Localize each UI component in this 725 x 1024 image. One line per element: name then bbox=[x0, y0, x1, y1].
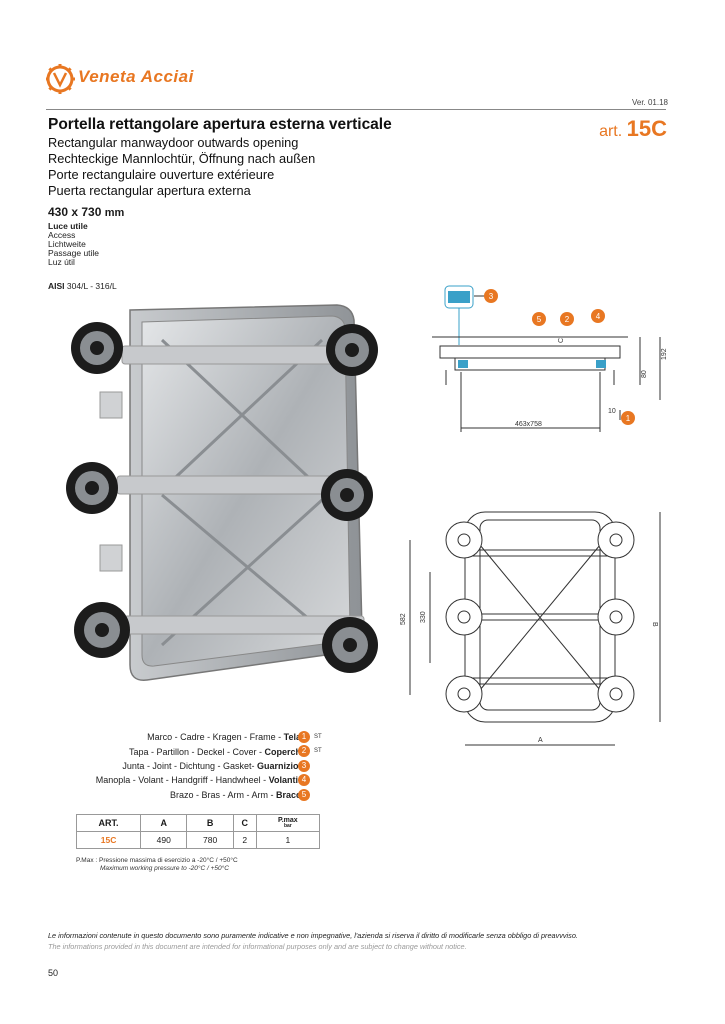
brand-logo bbox=[46, 64, 75, 94]
material: AISI 304/L - 316/L bbox=[48, 281, 117, 291]
title-es: Puerta rectangular apertura externa bbox=[48, 183, 251, 198]
title-fr: Porte rectangulaire ouverture extérieure bbox=[48, 167, 275, 182]
access-de: Lichtweite bbox=[48, 239, 86, 249]
col-c: C bbox=[232, 814, 257, 832]
article-code: art. 15C bbox=[599, 116, 667, 142]
legend-item: Junta - Joint - Dichtung - Gasket- Guarn… bbox=[122, 761, 309, 771]
legend-badge: 4 bbox=[298, 774, 310, 786]
legend-item: Marco - Cadre - Kragen - Frame - Telaio bbox=[147, 732, 309, 742]
title-en: Rectangular manwaydoor outwards opening bbox=[48, 135, 299, 150]
product-photo bbox=[66, 304, 378, 681]
access-es: Luz útil bbox=[48, 257, 75, 267]
access-it: Luce utile bbox=[48, 221, 88, 231]
col-a: A bbox=[140, 814, 188, 832]
dim-c: C bbox=[558, 338, 565, 343]
col-pmax: P.max bar bbox=[255, 814, 321, 832]
access-en: Access bbox=[48, 230, 76, 240]
legend-badge: 3 bbox=[298, 760, 310, 772]
access-fr: Passage utile bbox=[48, 248, 100, 258]
col-art: ART. bbox=[75, 814, 142, 832]
col-b: B bbox=[186, 814, 234, 832]
technical-drawing: 3 5 2 4 1 C 192 80 10 463x758 582 330 B … bbox=[400, 285, 668, 746]
material-label: AISI bbox=[48, 281, 65, 291]
dimension-value: 430 x 730 bbox=[48, 205, 102, 219]
legend-badge: 5 bbox=[298, 789, 310, 801]
version-label: Ver. 01.18 bbox=[631, 98, 668, 107]
callout-4: 4 bbox=[596, 312, 601, 321]
legend-note: ST bbox=[314, 734, 322, 740]
legend-badge: 1 bbox=[298, 731, 310, 743]
pmax-note-en: Maximum working pressure to -20°C / +50°… bbox=[100, 865, 229, 872]
brand-name: Veneta Acciai bbox=[78, 67, 194, 86]
dim-192: 192 bbox=[661, 348, 668, 360]
dim-463: 463x758 bbox=[515, 421, 542, 428]
callout-2: 2 bbox=[565, 315, 570, 324]
header-rule bbox=[46, 109, 666, 110]
page-number: 50 bbox=[48, 968, 59, 978]
dim-330: 330 bbox=[420, 611, 427, 623]
disclaimer-en: The informations provided in this docume… bbox=[48, 942, 467, 951]
pmax-note-it: P.Max : Pressione massima di esercizio a… bbox=[76, 857, 238, 864]
dim-a: A bbox=[538, 737, 543, 744]
callout-5: 5 bbox=[537, 315, 542, 324]
article-number: 15C bbox=[626, 116, 667, 141]
disclaimer-it: Le informazioni contenute in questo docu… bbox=[48, 931, 578, 940]
legend-note: ST bbox=[314, 748, 322, 754]
dim-80: 80 bbox=[641, 370, 648, 378]
callout-3: 3 bbox=[489, 292, 494, 301]
title-de: Rechteckige Mannlochtür, Öffnung nach au… bbox=[48, 151, 316, 166]
handwheel-group bbox=[66, 322, 378, 673]
table-row: 15C 490 780 2 1 bbox=[75, 831, 321, 849]
callout-1: 1 bbox=[626, 414, 631, 423]
legend-item: Tapa - Partillon - Deckel - Cover - Cope… bbox=[128, 747, 309, 757]
legend-item: Manopla - Volant - Handgriff - Handwheel… bbox=[95, 775, 309, 785]
dim-10: 10 bbox=[608, 408, 616, 415]
dim-582: 582 bbox=[400, 613, 407, 625]
article-prefix: art. bbox=[599, 123, 623, 140]
dim-b: B bbox=[651, 622, 658, 627]
material-value: 304/L - 316/L bbox=[66, 281, 117, 291]
spec-table: ART. A B C P.max bar 15C 490 780 2 1 bbox=[75, 814, 321, 849]
product-title: Portella rettangolare apertura esterna v… bbox=[48, 116, 392, 133]
dimension: 430 x 730 mm bbox=[48, 205, 124, 219]
legend-item: Brazo - Bras - Arm - Arm - Braccio bbox=[169, 790, 309, 800]
legend-badge: 2 bbox=[298, 745, 310, 757]
dimension-unit: mm bbox=[104, 207, 125, 219]
